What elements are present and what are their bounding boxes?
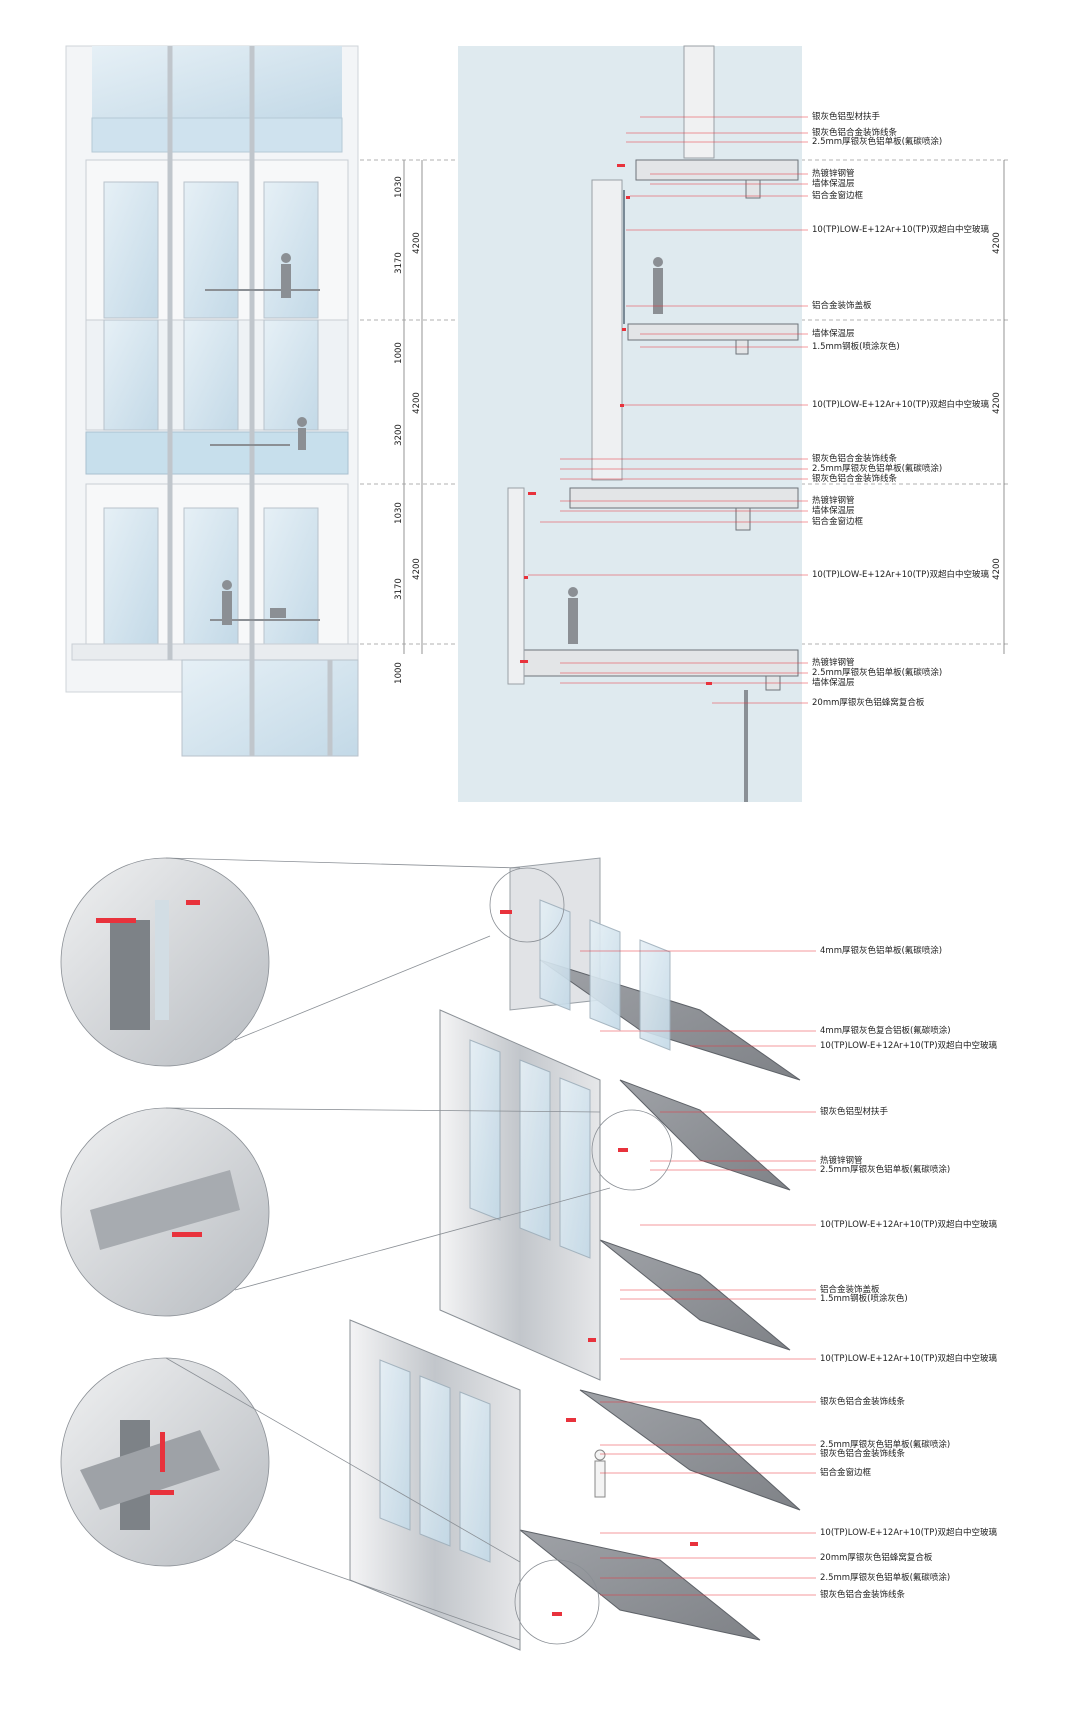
axon-label: 4mm厚银灰色铝单板(氟碳喷涂) xyxy=(820,946,943,956)
section-label: 2.5mm厚银灰色铝单板(氟碳喷涂) xyxy=(812,137,943,147)
axonometric-drawing xyxy=(60,857,816,1651)
elevation-drawing xyxy=(65,45,359,757)
dim-left-1: 1030 xyxy=(393,176,404,198)
axon-label: 10(TP)LOW-E+12Ar+10(TP)双超白中空玻璃 xyxy=(820,1220,998,1230)
section-label: 热镀锌钢管 xyxy=(812,658,855,668)
section-label: 墙体保温层 xyxy=(812,329,855,339)
section-drawing xyxy=(458,45,1005,802)
section-label: 热镀锌钢管 xyxy=(812,496,855,506)
section-label: 铝合金装饰盖板 xyxy=(812,301,872,311)
dim-left-5: 3200 xyxy=(393,424,404,446)
axon-label: 2.5mm厚银灰色铝单板(氟碳喷涂) xyxy=(820,1573,951,1583)
section-label: 2.5mm厚银灰色铝单板(氟碳喷涂) xyxy=(812,668,943,678)
section-label: 铝合金窗边框 xyxy=(812,517,864,527)
section-label: 热镀锌钢管 xyxy=(812,169,855,179)
section-label: 20mm厚银灰色铝蜂窝复合板 xyxy=(812,698,925,708)
dim-left-4: 1000 xyxy=(393,342,404,364)
section-label: 墙体保温层 xyxy=(812,506,855,516)
section-label: 银灰色铝合金装饰线条 xyxy=(812,128,898,138)
section-label: 墙体保温层 xyxy=(812,678,855,688)
axon-label: 10(TP)LOW-E+12Ar+10(TP)双超白中空玻璃 xyxy=(820,1041,998,1051)
section-label: 银灰色铝型材扶手 xyxy=(812,112,881,122)
axon-label: 1.5mm钢板(喷涂灰色) xyxy=(820,1294,908,1304)
section-label: 10(TP)LOW-E+12Ar+10(TP)双超白中空玻璃 xyxy=(812,570,990,580)
dim-right-2: 4200 xyxy=(991,392,1002,414)
dim-left-7: 1030 xyxy=(393,502,404,524)
axon-label: 2.5mm厚银灰色铝单板(氟碳喷涂) xyxy=(820,1165,951,1175)
section-label: 墙体保温层 xyxy=(812,179,855,189)
axon-label: 10(TP)LOW-E+12Ar+10(TP)双超白中空玻璃 xyxy=(820,1354,998,1364)
dim-left-6: 4200 xyxy=(411,392,422,414)
dim-left-3: 4200 xyxy=(411,232,422,254)
section-label: 银灰色铝合金装饰线条 xyxy=(812,454,898,464)
axon-label: 2.5mm厚银灰色铝单板(氟碳喷涂) xyxy=(820,1440,951,1450)
axon-label: 银灰色铝合金装饰线条 xyxy=(820,1397,906,1407)
dim-right-1: 4200 xyxy=(991,232,1002,254)
dim-left-10: 1000 xyxy=(393,662,404,684)
dim-right-3: 4200 xyxy=(991,558,1002,580)
dim-left-2: 3170 xyxy=(393,252,404,274)
section-label: 银灰色铝合金装饰线条 xyxy=(812,474,898,484)
section-label: 铝合金窗边框 xyxy=(812,191,864,201)
axon-label: 10(TP)LOW-E+12Ar+10(TP)双超白中空玻璃 xyxy=(820,1528,998,1538)
axon-label: 20mm厚银灰色铝蜂窝复合板 xyxy=(820,1553,933,1563)
axon-label: 铝合金窗边框 xyxy=(820,1468,872,1478)
dim-left-8: 3170 xyxy=(393,578,404,600)
axon-label: 银灰色铝型材扶手 xyxy=(820,1107,889,1117)
axon-label: 4mm厚银灰色复合铝板(氟碳喷涂) xyxy=(820,1026,951,1036)
section-label: 10(TP)LOW-E+12Ar+10(TP)双超白中空玻璃 xyxy=(812,225,990,235)
section-label: 1.5mm钢板(喷涂灰色) xyxy=(812,342,900,352)
dim-left-9: 4200 xyxy=(411,558,422,580)
axon-label: 银灰色铝合金装饰线条 xyxy=(820,1590,906,1600)
axon-label: 铝合金装饰盖板 xyxy=(820,1285,880,1295)
section-label: 2.5mm厚银灰色铝单板(氟碳喷涂) xyxy=(812,464,943,474)
axon-label: 银灰色铝合金装饰线条 xyxy=(820,1449,906,1459)
axon-label: 热镀锌钢管 xyxy=(820,1156,863,1166)
section-label: 10(TP)LOW-E+12Ar+10(TP)双超白中空玻璃 xyxy=(812,400,990,410)
